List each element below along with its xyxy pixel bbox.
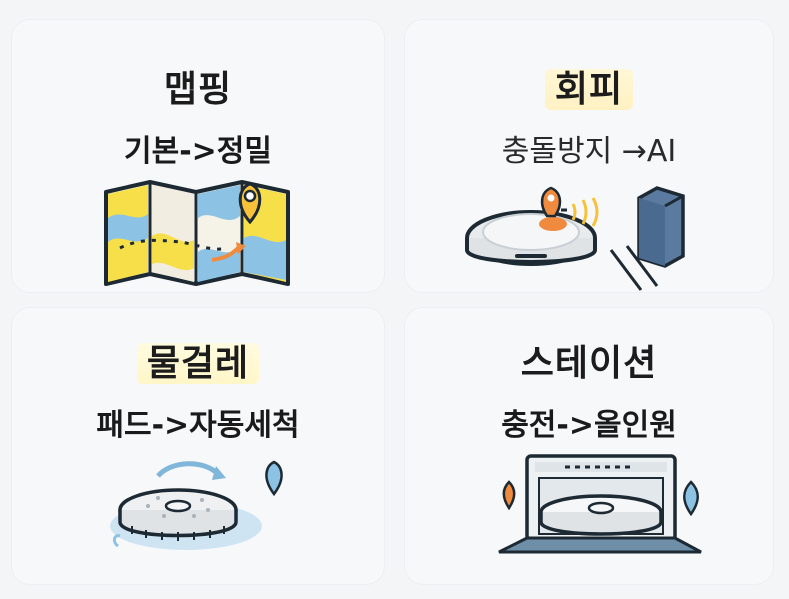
mop-subtitle: 패드->자동세척 bbox=[96, 408, 300, 443]
mop-pad-with-water-drops-icon bbox=[110, 460, 283, 550]
mapping-title: 맵핑 bbox=[163, 69, 233, 110]
mapping-panel: 맵핑 기본->정밀 bbox=[12, 20, 384, 292]
folded-map-with-pin-icon bbox=[104, 180, 290, 286]
robot-vacuum-obstacle-avoidance-icon bbox=[465, 186, 685, 291]
station-panel: 스테이션 충전->올인원 bbox=[405, 308, 773, 584]
avoidance-subtitle: 충돌방지 →AI bbox=[501, 134, 677, 169]
docking-station-robot-icon bbox=[498, 454, 702, 554]
station-subtitle: 충전->올인원 bbox=[501, 408, 677, 443]
mapping-subtitle: 기본->정밀 bbox=[124, 134, 272, 169]
station-title: 스테이션 bbox=[520, 343, 658, 384]
mop-panel: 물걸레 패드->자동세척 bbox=[12, 308, 384, 584]
mop-title: 물걸레 bbox=[12, 334, 384, 386]
avoidance-title: 회피 bbox=[405, 60, 773, 112]
avoidance-panel: 회피 충돌방지 →AI bbox=[405, 20, 773, 292]
